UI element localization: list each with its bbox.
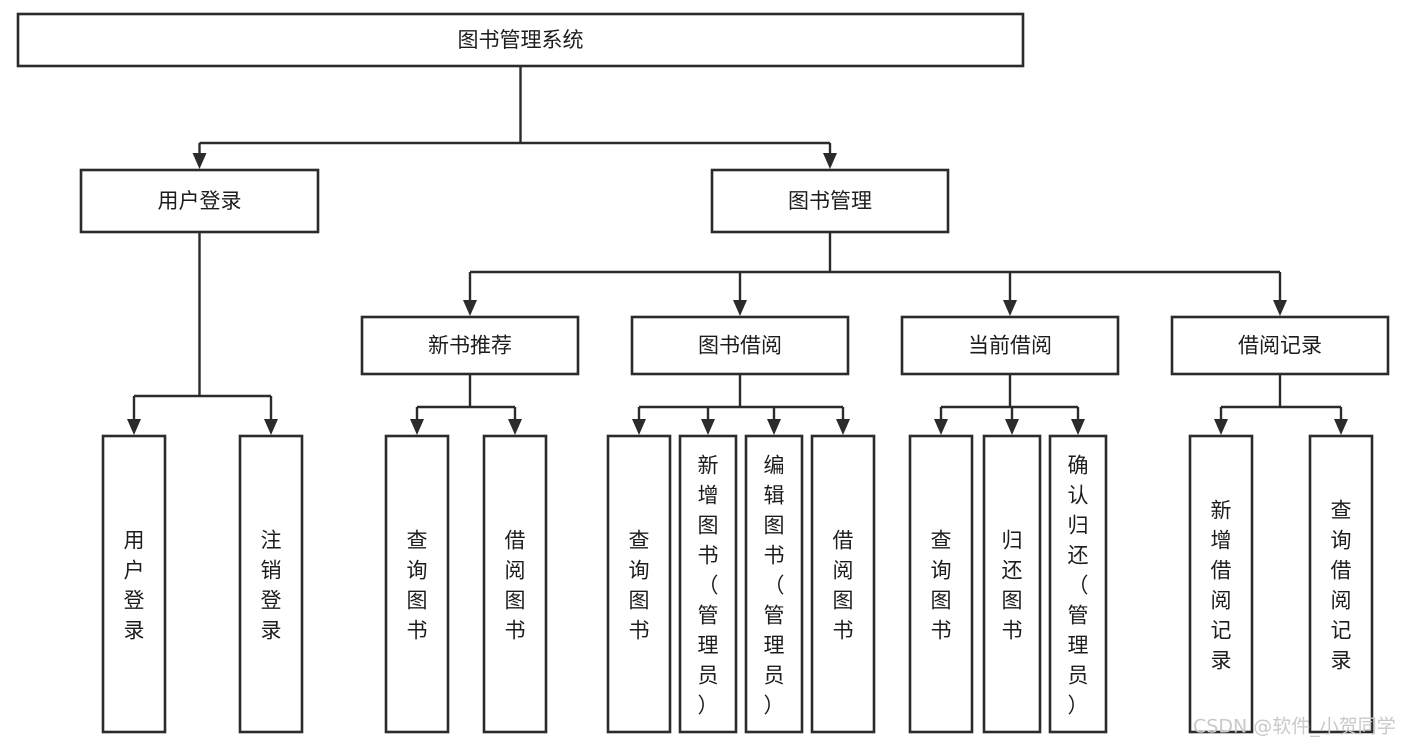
node-label: 确认归还（管理员） [1068, 453, 1089, 717]
node-box [1188, 434, 1254, 734]
node-leaf-rec-query[interactable]: 查询图书 [384, 434, 450, 734]
node-leaf-rec-borrow[interactable]: 借阅图书 [482, 434, 548, 734]
node-box [810, 434, 876, 734]
arrow-head-icon [632, 419, 646, 435]
node-leaf-bb-add[interactable]: 新增图书（管理员） [678, 434, 738, 734]
node-label: 借阅图书 [833, 528, 854, 642]
arrow-head-icon [508, 419, 522, 435]
node-leaf-cb-query[interactable]: 查询图书 [908, 434, 974, 734]
node-label: 当前借阅 [968, 334, 1052, 358]
node-label: 用户登录 [158, 189, 242, 213]
arrow-head-icon [1334, 419, 1348, 435]
node-leaf-user-logout[interactable]: 注销登录 [238, 434, 304, 734]
node-box [744, 434, 804, 734]
arrow-head-icon [264, 419, 278, 435]
node-box [1170, 315, 1390, 376]
node-label: 图书借阅 [698, 334, 782, 358]
node-leaf-cb-confirm[interactable]: 确认归还（管理员） [1048, 434, 1108, 734]
node-label: 编辑图书（管理员） [764, 453, 785, 717]
arrow-head-icon [1071, 419, 1085, 435]
node-box [16, 12, 1025, 68]
node-leaf-user-login[interactable]: 用户登录 [101, 434, 167, 734]
node-label: 查询图书 [629, 528, 650, 642]
node-box [384, 434, 450, 734]
node-label: 借阅图书 [505, 528, 526, 642]
node-box [606, 434, 672, 734]
node-box [630, 315, 850, 376]
node-box [238, 434, 304, 734]
arrow-head-icon [127, 419, 141, 435]
node-label: 注销登录 [261, 528, 282, 642]
node-leaf-cb-return[interactable]: 归还图书 [982, 434, 1042, 734]
node-l2-book-manage[interactable]: 图书管理 [710, 168, 950, 234]
node-label: 图书管理 [788, 189, 872, 213]
node-label: 查询借阅记录 [1331, 498, 1352, 672]
node-label: 借阅记录 [1238, 334, 1322, 358]
node-box [482, 434, 548, 734]
node-label: 用户登录 [124, 528, 145, 642]
node-l3-borrow-record[interactable]: 借阅记录 [1170, 315, 1390, 376]
arrow-head-icon [934, 419, 948, 435]
node-l2-user-login[interactable]: 用户登录 [79, 168, 320, 234]
node-box [710, 168, 950, 234]
arrow-head-icon [767, 419, 781, 435]
node-label: 归还图书 [1002, 528, 1023, 642]
node-label: 新增借阅记录 [1211, 498, 1232, 672]
node-leaf-bb-query[interactable]: 查询图书 [606, 434, 672, 734]
arrow-head-icon [733, 300, 747, 316]
node-label: 查询图书 [931, 528, 952, 642]
node-root[interactable]: 图书管理系统 [16, 12, 1025, 68]
node-box [1048, 434, 1108, 734]
node-l3-current-borrow[interactable]: 当前借阅 [900, 315, 1120, 376]
arrow-head-icon [701, 419, 715, 435]
node-box [982, 434, 1042, 734]
arrow-head-icon [1273, 300, 1287, 316]
csdn-watermark: CSDN @软件_小贺同学 [1193, 716, 1396, 738]
arrow-head-icon [410, 419, 424, 435]
arrow-head-icon [836, 419, 850, 435]
node-box [678, 434, 738, 734]
node-label: 新增图书（管理员） [698, 453, 719, 717]
node-box [79, 168, 320, 234]
node-box [1308, 434, 1374, 734]
node-box [101, 434, 167, 734]
arrow-head-icon [823, 153, 837, 169]
edges-layer [127, 66, 1348, 435]
node-leaf-bb-edit[interactable]: 编辑图书（管理员） [744, 434, 804, 734]
node-box [908, 434, 974, 734]
arrow-head-icon [1214, 419, 1228, 435]
node-leaf-br-add[interactable]: 新增借阅记录 [1188, 434, 1254, 734]
node-leaf-bb-borrow[interactable]: 借阅图书 [810, 434, 876, 734]
node-label: 新书推荐 [428, 334, 512, 358]
node-leaf-br-query[interactable]: 查询借阅记录 [1308, 434, 1374, 734]
node-box [360, 315, 580, 376]
node-l3-new-book-rec[interactable]: 新书推荐 [360, 315, 580, 376]
nodes-layer: 图书管理系统用户登录图书管理新书推荐图书借阅当前借阅借阅记录用户登录注销登录查询… [16, 12, 1390, 734]
node-label: 图书管理系统 [458, 28, 584, 52]
arrow-head-icon [463, 300, 477, 316]
arrow-head-icon [192, 153, 207, 169]
node-box [900, 315, 1120, 376]
arrow-head-icon [1003, 300, 1017, 316]
node-l3-book-borrow[interactable]: 图书借阅 [630, 315, 850, 376]
node-label: 查询图书 [407, 528, 428, 642]
arrow-head-icon [1005, 419, 1019, 435]
